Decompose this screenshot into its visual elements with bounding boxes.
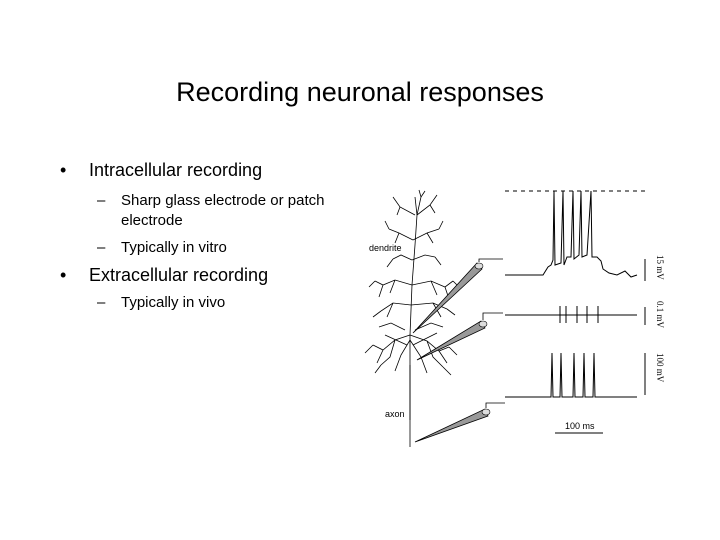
trace-extracellular xyxy=(505,306,637,323)
trace-axonal xyxy=(505,352,637,398)
sub-bullet-item: – Typically in vivo xyxy=(97,293,327,313)
dash-marker: – xyxy=(97,294,106,311)
scale-bars xyxy=(555,259,646,434)
neuron-recording-figure: dendrite axon 15 mV 0.1 mV 100 mV 100 ms xyxy=(364,189,665,447)
sub-bullet-text-in-vitro: Typically in vitro xyxy=(121,239,227,256)
dash-marker: – xyxy=(97,192,106,209)
dendrite-label: dendrite xyxy=(369,243,402,253)
bullet-text-extracellular: Extracellular recording xyxy=(89,265,269,285)
scale-label-0-1mv: 0.1 mV xyxy=(655,301,665,329)
dash-marker: – xyxy=(97,239,106,256)
neuron-illustration xyxy=(364,189,460,447)
scale-label-100ms: 100 ms xyxy=(565,421,595,431)
trace-dendritic xyxy=(505,190,645,278)
bullet-text-intracellular: Intracellular recording xyxy=(89,160,263,180)
bullet-marker: • xyxy=(60,160,67,180)
sub-bullet-item: – Sharp glass electrode or patch electro… xyxy=(97,191,327,231)
sub-bullet-item: – Typically in vitro xyxy=(97,238,327,258)
axon-label: axon xyxy=(385,409,405,419)
electrode-soma xyxy=(416,312,503,361)
slide-title: Recording neuronal responses xyxy=(176,77,544,107)
bullet-marker: • xyxy=(60,265,67,285)
electrode-dendrite xyxy=(412,258,503,334)
sub-bullet-text-in-vivo: Typically in vivo xyxy=(121,294,226,311)
electrode-axon xyxy=(414,402,505,443)
scale-label-100mv: 100 mV xyxy=(655,353,665,383)
scale-label-15mv: 15 mV xyxy=(655,255,665,280)
sub-bullet-text-sharp-electrode: Sharp glass electrode or patch electrode xyxy=(121,192,325,229)
